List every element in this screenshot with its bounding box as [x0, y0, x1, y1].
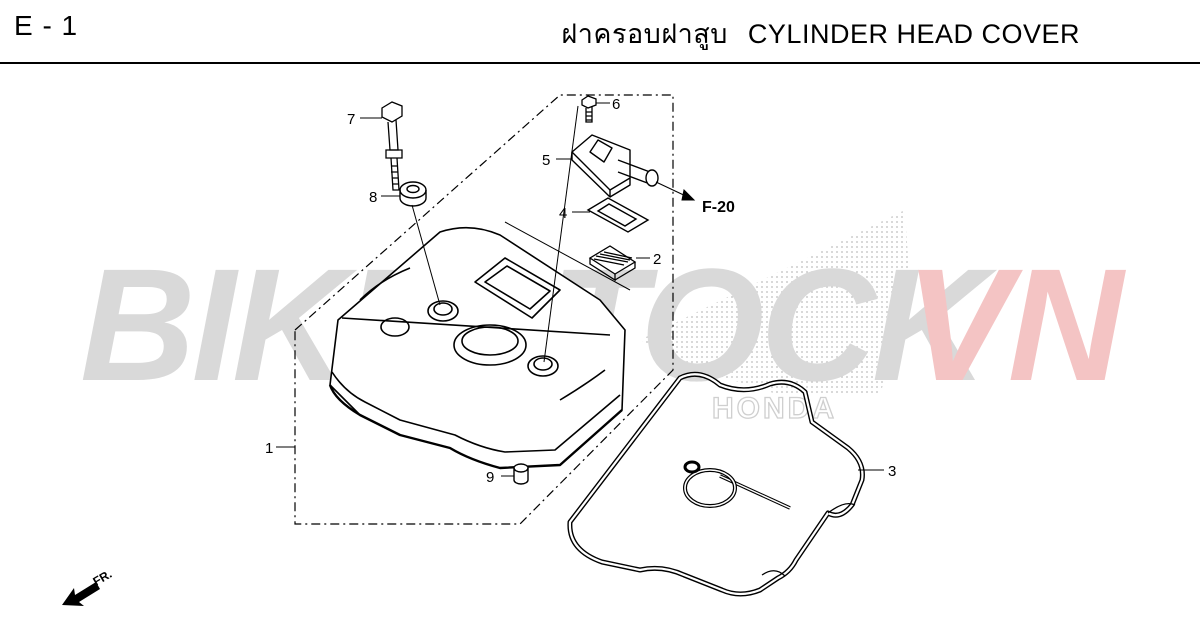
callout-7: 7 [347, 111, 355, 128]
breather-plate [588, 245, 637, 282]
callout-8: 8 [369, 189, 377, 206]
assembly-outline [294, 94, 674, 525]
front-arrow-icon [62, 582, 100, 606]
breather-cover [571, 134, 659, 198]
front-direction: FR. [62, 567, 114, 606]
seal-washer [399, 181, 427, 207]
page-title-thai: ฝาครอบฝาสูบ [561, 19, 728, 49]
bolt-small [581, 95, 597, 123]
callout-5: 5 [542, 152, 550, 169]
page-title: ฝาครอบฝาสูบ CYLINDER HEAD COVER [561, 12, 1080, 55]
page-code: E - 1 [14, 10, 79, 41]
reference-f20: F-20 [702, 199, 735, 216]
leader-lines [276, 102, 884, 477]
callouts: 1 2 3 4 5 6 7 8 9 [265, 96, 896, 486]
callout-4: 4 [559, 205, 567, 222]
header-divider [0, 62, 1200, 64]
watermark-wing [640, 210, 910, 395]
dowel-pin [513, 463, 529, 485]
page-title-english: CYLINDER HEAD COVER [747, 19, 1080, 49]
breather-gasket [586, 197, 650, 233]
callout-9: 9 [486, 469, 494, 486]
callout-3: 3 [888, 463, 896, 480]
head-cover-gasket [567, 371, 865, 597]
callout-6: 6 [612, 96, 620, 113]
watermark-accent-text: VN [905, 235, 1127, 414]
stud-bolt [381, 101, 403, 191]
callout-2: 2 [653, 251, 661, 268]
watermark-subtext: HONDA [712, 392, 837, 425]
cylinder-head-cover [328, 226, 626, 470]
callout-1: 1 [265, 440, 273, 457]
